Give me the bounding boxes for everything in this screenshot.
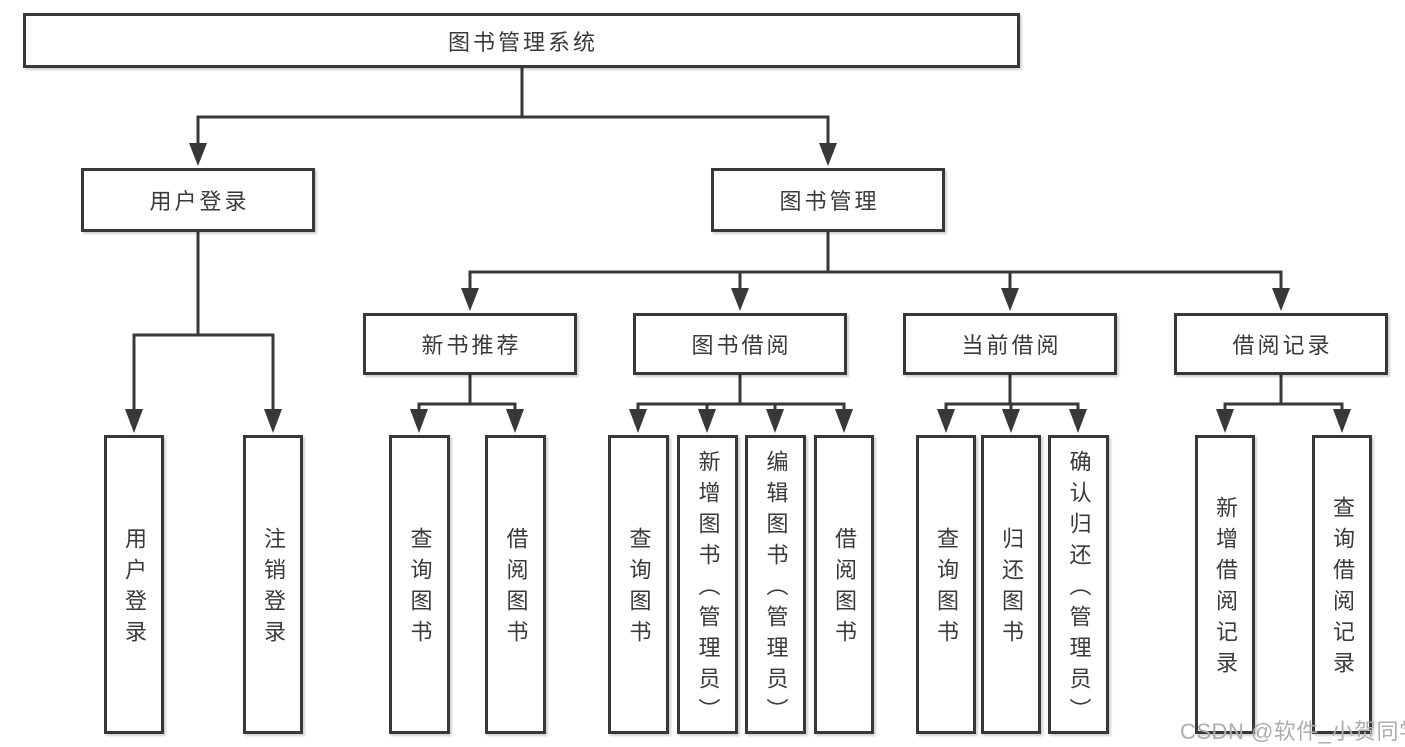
leaf-label: 归还图书	[999, 527, 1024, 651]
leaf-user-login: 用户登录	[104, 435, 164, 734]
leaf-add-borrow-record: 新增借阅记录	[1195, 435, 1255, 734]
arrowheads	[125, 143, 1351, 433]
leaf-label: 查询借阅记录	[1330, 496, 1355, 682]
leaf-label: 注销登录	[261, 527, 286, 651]
leaf-borrow-books-recommend: 借阅图书	[485, 435, 546, 734]
leaf-confirm-return-admin: 确认归还（管理员）	[1048, 435, 1109, 734]
leaf-label: 借阅图书	[503, 527, 529, 651]
csdn-watermark: CSDN @软件_小贺同学	[1180, 719, 1405, 744]
leaf-label: 查询图书	[934, 527, 959, 651]
leaf-logout: 注销登录	[243, 435, 303, 734]
leaf-label: 新增借阅记录	[1213, 496, 1238, 682]
leaf-edit-book-admin: 编辑图书（管理员）	[745, 435, 806, 734]
leaf-label: 借阅图书	[832, 527, 857, 651]
node-library-management-system: 图书管理系统	[23, 13, 1020, 68]
leaf-query-books-recommend: 查询图书	[389, 435, 450, 734]
leaf-label: 编辑图书（管理员）	[763, 449, 789, 729]
leaf-borrow-books-borrowing: 借阅图书	[814, 435, 874, 734]
leaf-label: 用户登录	[122, 527, 147, 651]
leaf-return-books: 归还图书	[981, 435, 1041, 734]
leaf-query-books-current: 查询图书	[916, 435, 976, 734]
node-user-login: 用户登录	[81, 168, 315, 232]
leaf-label: 确认归还（管理员）	[1066, 449, 1092, 729]
node-current-borrowing: 当前借阅	[903, 313, 1117, 375]
leaf-label: 新增图书（管理员）	[695, 449, 721, 729]
node-borrowing-records: 借阅记录	[1174, 313, 1388, 375]
node-book-borrowing: 图书借阅	[633, 313, 847, 375]
leaf-add-book-admin: 新增图书（管理员）	[677, 435, 738, 734]
node-book-management: 图书管理	[711, 168, 945, 232]
leaf-label: 查询图书	[626, 527, 652, 651]
node-new-book-recommend: 新书推荐	[363, 313, 577, 375]
leaf-query-borrow-record: 查询借阅记录	[1312, 435, 1372, 734]
leaf-query-books-borrowing: 查询图书	[608, 435, 669, 734]
leaf-label: 查询图书	[407, 527, 433, 651]
connector-path	[132, 66, 1344, 412]
